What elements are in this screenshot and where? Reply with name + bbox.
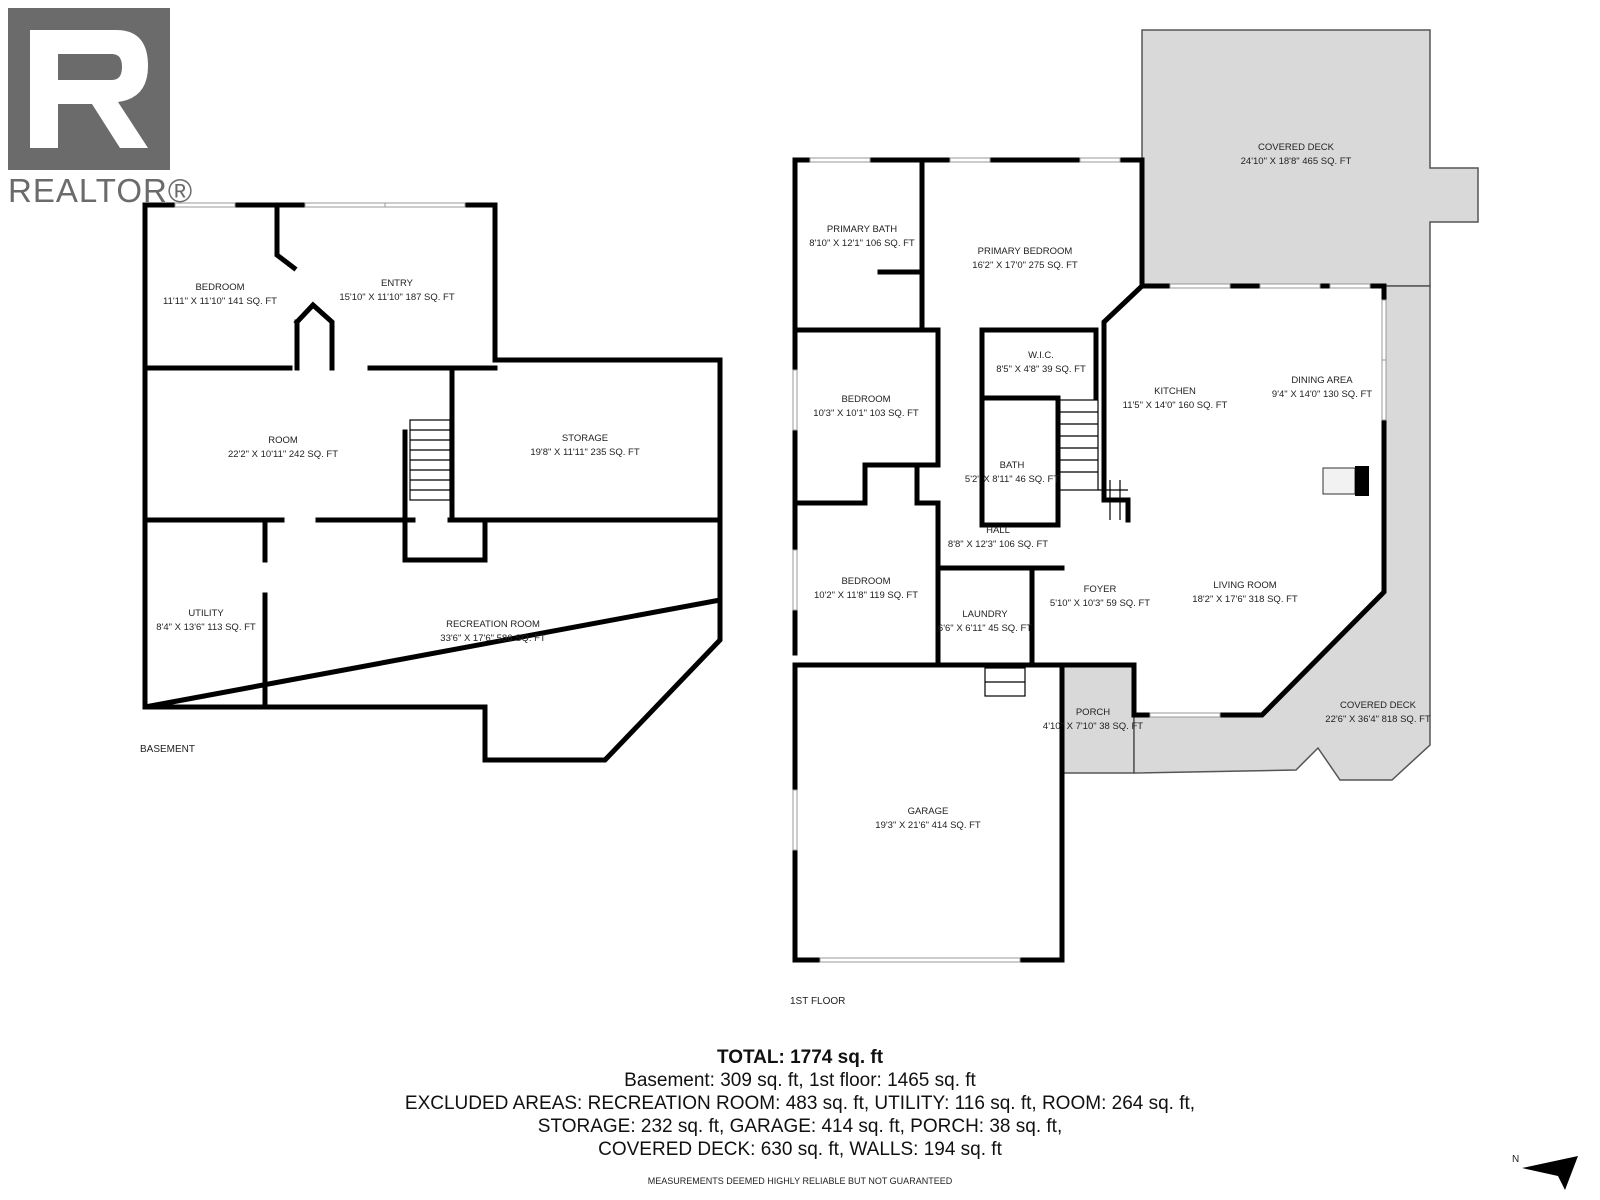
room-name: PRIMARY BATH [827,224,897,235]
room-name: FOYER [1084,584,1117,595]
room-name: PRIMARY BEDROOM [978,246,1073,257]
room-name: ENTRY [381,278,414,289]
first-floor-stairs [1057,399,1128,520]
room-dims: 15'10" X 11'10" 187 SQ. FT [339,292,454,303]
room-name: BEDROOM [841,576,890,587]
room-dims: 18'2" X 17'6" 318 SQ. FT [1192,594,1298,605]
room-dims: 8'10" X 12'1" 106 SQ. FT [809,238,915,249]
basement-plan: BEDROOM 11'11" X 11'10" 141 SQ. FT ENTRY… [140,202,723,763]
room-dims: 11'11" X 11'10" 141 SQ. FT [163,296,277,307]
room-dims: 19'3" X 21'6" 414 SQ. FT [875,820,981,831]
room-name: DINING AREA [1291,375,1353,386]
area-summary: TOTAL: 1774 sq. ft Basement: 309 sq. ft,… [250,1046,1350,1161]
room-name: GARAGE [908,806,949,817]
room-dims: 24'10" X 18'8" 465 SQ. FT [1241,156,1352,167]
room-name: KITCHEN [1154,386,1196,397]
total-area: TOTAL: 1774 sq. ft [716,1047,884,1068]
basement-stairs [409,419,451,501]
room-dims: 8'5" X 4'8" 39 SQ. FT [996,364,1086,375]
room-name: W.I.C. [1028,350,1054,361]
room-dims: 10'2" X 11'8" 119 SQ. FT [814,590,918,601]
room-name: PORCH [1076,707,1110,718]
room-dims: 19'8" X 11'11" 235 SQ. FT [530,447,639,458]
room-name: COVERED DECK [1340,700,1417,711]
summary-line: EXCLUDED AREAS: RECREATION ROOM: 483 sq.… [404,1093,1196,1114]
room-dims: 22'2" X 10'11" 242 SQ. FT [228,449,338,460]
room-dims: 4'10" X 7'10" 38 SQ. FT [1043,721,1143,732]
room-name: UTILITY [188,608,224,619]
floor-label-basement: BASEMENT [140,744,195,755]
room-dims: 9'4" X 14'0" 130 SQ. FT [1272,389,1372,400]
room-name: HALL [986,525,1010,536]
room-name: BATH [1000,460,1025,471]
fireplace [1355,466,1369,496]
room-name: ROOM [268,435,298,446]
room-name: RECREATION ROOM [446,619,540,630]
realtor-r-icon [8,8,170,170]
summary-line: STORAGE: 232 sq. ft, GARAGE: 414 sq. ft,… [537,1116,1063,1137]
room-name: STORAGE [562,433,608,444]
room-dims: 33'6" X 17'6" 586 SQ. FT [440,633,546,644]
north-arrow-icon [1522,1156,1578,1190]
summary-line: Basement: 309 sq. ft, 1st floor: 1465 sq… [624,1070,976,1091]
summary-line: COVERED DECK: 630 sq. ft, WALLS: 194 sq.… [598,1139,1002,1160]
room-dims: 8'8" X 12'3" 106 SQ. FT [948,539,1048,550]
room-name: BEDROOM [841,394,890,405]
porch-area [1061,664,1135,774]
room-dims: 5'10" X 10'3" 59 SQ. FT [1050,598,1150,609]
room-name: COVERED DECK [1258,142,1335,153]
room-dims: 6'6" X 6'11" 45 SQ. FT [938,623,1032,634]
compass: N [1510,1146,1580,1196]
room-dims: 5'2" X 8'11" 46 SQ. FT [965,474,1059,485]
room-dims: 11'5" X 14'0" 160 SQ. FT [1123,400,1228,411]
disclaimer: MEASUREMENTS DEEMED HIGHLY RELIABLE BUT … [647,1176,953,1186]
room-dims: 22'6" X 36'4" 818 SQ. FT [1325,714,1431,725]
room-name: BEDROOM [195,282,244,293]
room-name: LIVING ROOM [1213,580,1276,591]
realtor-logo: REALTOR® [8,8,192,210]
room-name: LAUNDRY [962,609,1008,620]
room-dims: 10'3" X 10'1" 103 SQ. FT [813,408,919,419]
fireplace-hearth [1322,467,1356,495]
compass-label: N [1512,1154,1519,1165]
room-dims: 16'2" X 17'0" 275 SQ. FT [972,260,1078,271]
first-floor-plan: COVERED DECK 24'10" X 18'8" 465 SQ. FT P… [790,29,1479,1007]
floor-label-first: 1ST FLOOR [790,996,845,1007]
room-dims: 8'4" X 13'6" 113 SQ. FT [156,622,256,633]
